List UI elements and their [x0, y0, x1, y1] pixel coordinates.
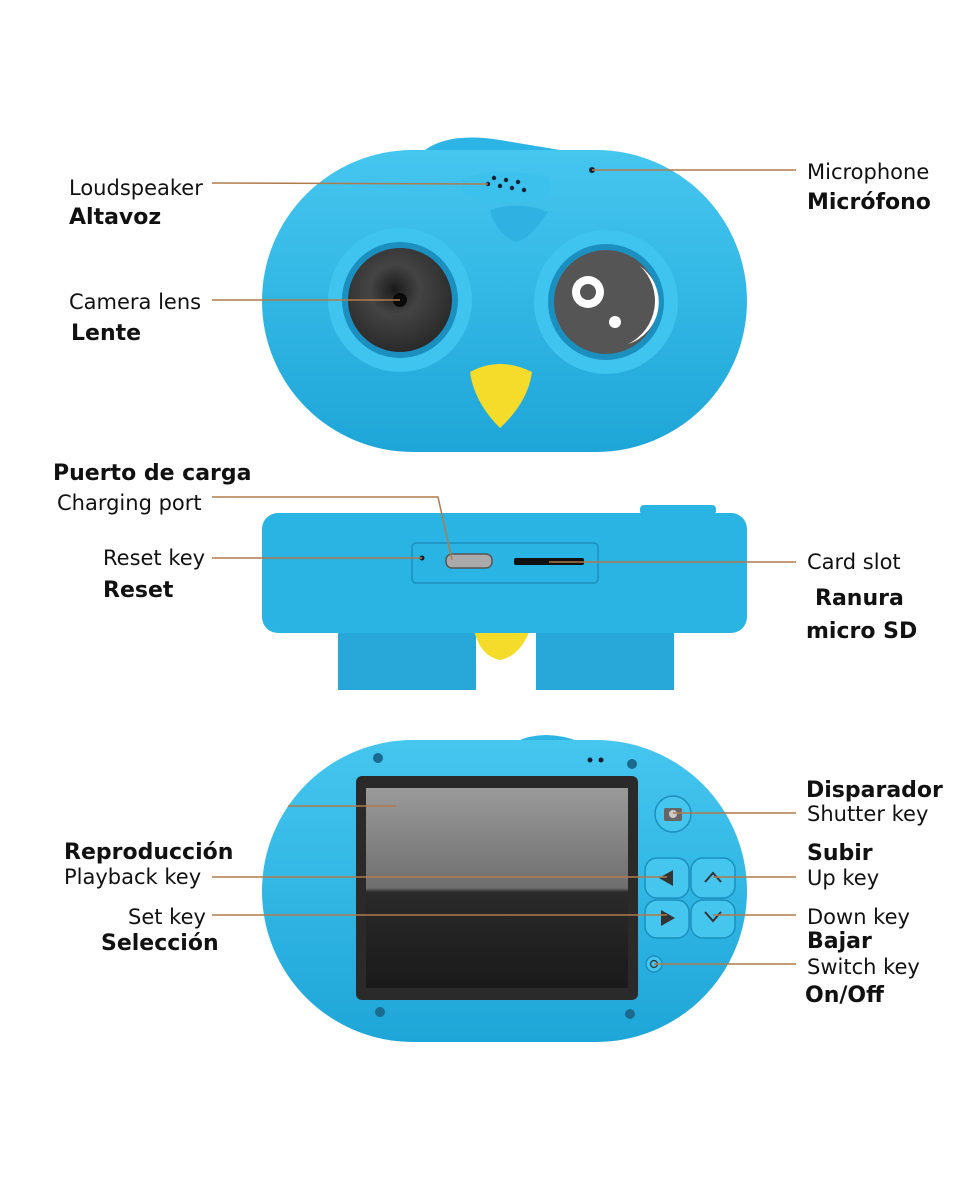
- charging-port-label-es: Puerto de carga: [53, 461, 252, 486]
- camera-icon: [654, 795, 692, 833]
- loudspeaker-label-en: Loudspeaker: [69, 176, 203, 200]
- card-slot-label-es-line1: Ranura: [815, 586, 904, 611]
- top-view: [262, 505, 747, 690]
- reset-key-label-en: Reset key: [103, 546, 206, 570]
- up-key-label-es: Subir: [807, 841, 873, 866]
- left-arrow-icon: [659, 870, 673, 886]
- front-feather: [490, 205, 548, 242]
- eye-icon: [534, 230, 678, 374]
- switch-key-label-es: On/Off: [805, 983, 884, 1008]
- screen-display: [366, 788, 628, 988]
- top-beak: [474, 625, 530, 660]
- playback-key-label-en: Playback key: [64, 865, 202, 889]
- back-screw-icon: [625, 1009, 635, 1019]
- leader-charging-port: [212, 496, 453, 561]
- port-panel: [411, 542, 599, 584]
- back-view: [262, 735, 747, 1042]
- back-screw-icon: [627, 759, 637, 769]
- leader-lines: [211, 169, 796, 965]
- shutter-key-label-en: Shutter key: [807, 802, 929, 826]
- set-key-label-es: Selección: [101, 931, 219, 956]
- microphone-label-en: Microphone: [807, 160, 930, 184]
- charging-port-label-en: Charging port: [57, 491, 202, 515]
- back-mic-dot: [598, 757, 604, 763]
- back-screw-icon: [373, 753, 383, 763]
- camera-lens-label-en: Camera lens: [69, 290, 202, 314]
- loudspeaker-label-es: Altavoz: [69, 205, 162, 230]
- speaker-grille-icon: [461, 171, 551, 203]
- d-pad: [644, 857, 736, 939]
- reset-key-label-es: Reset: [103, 578, 174, 603]
- card-slot-label-en: Card slot: [807, 550, 901, 574]
- back-screw-icon: [375, 1007, 385, 1017]
- front-view: [262, 137, 747, 452]
- shutter-key-label-es: Disparador: [806, 778, 943, 803]
- front-body: [262, 150, 747, 452]
- back-mic-dot: [587, 757, 593, 763]
- up-key-label-en: Up key: [807, 866, 880, 890]
- top-body: [262, 513, 747, 633]
- beak-icon: [470, 364, 532, 428]
- card-slot-label-es-line2: micro SD: [806, 619, 918, 644]
- usb-port-icon: [445, 553, 493, 569]
- playback-key-label-es: Reproducción: [64, 840, 234, 865]
- leader-loudspeaker: [211, 182, 489, 185]
- right-arrow-icon: [661, 910, 675, 926]
- set-key-label-en: Set key: [128, 905, 206, 929]
- down-key-label-es: Bajar: [807, 929, 872, 954]
- top-button-strip: [640, 505, 716, 515]
- microphone-label-es: Micrófono: [807, 190, 931, 215]
- down-key-label-en: Down key: [807, 905, 910, 929]
- up-arrow-icon: [704, 871, 722, 883]
- camera-lens-label-es: Lente: [71, 321, 142, 346]
- switch-key-label-en: Switch key: [807, 955, 920, 979]
